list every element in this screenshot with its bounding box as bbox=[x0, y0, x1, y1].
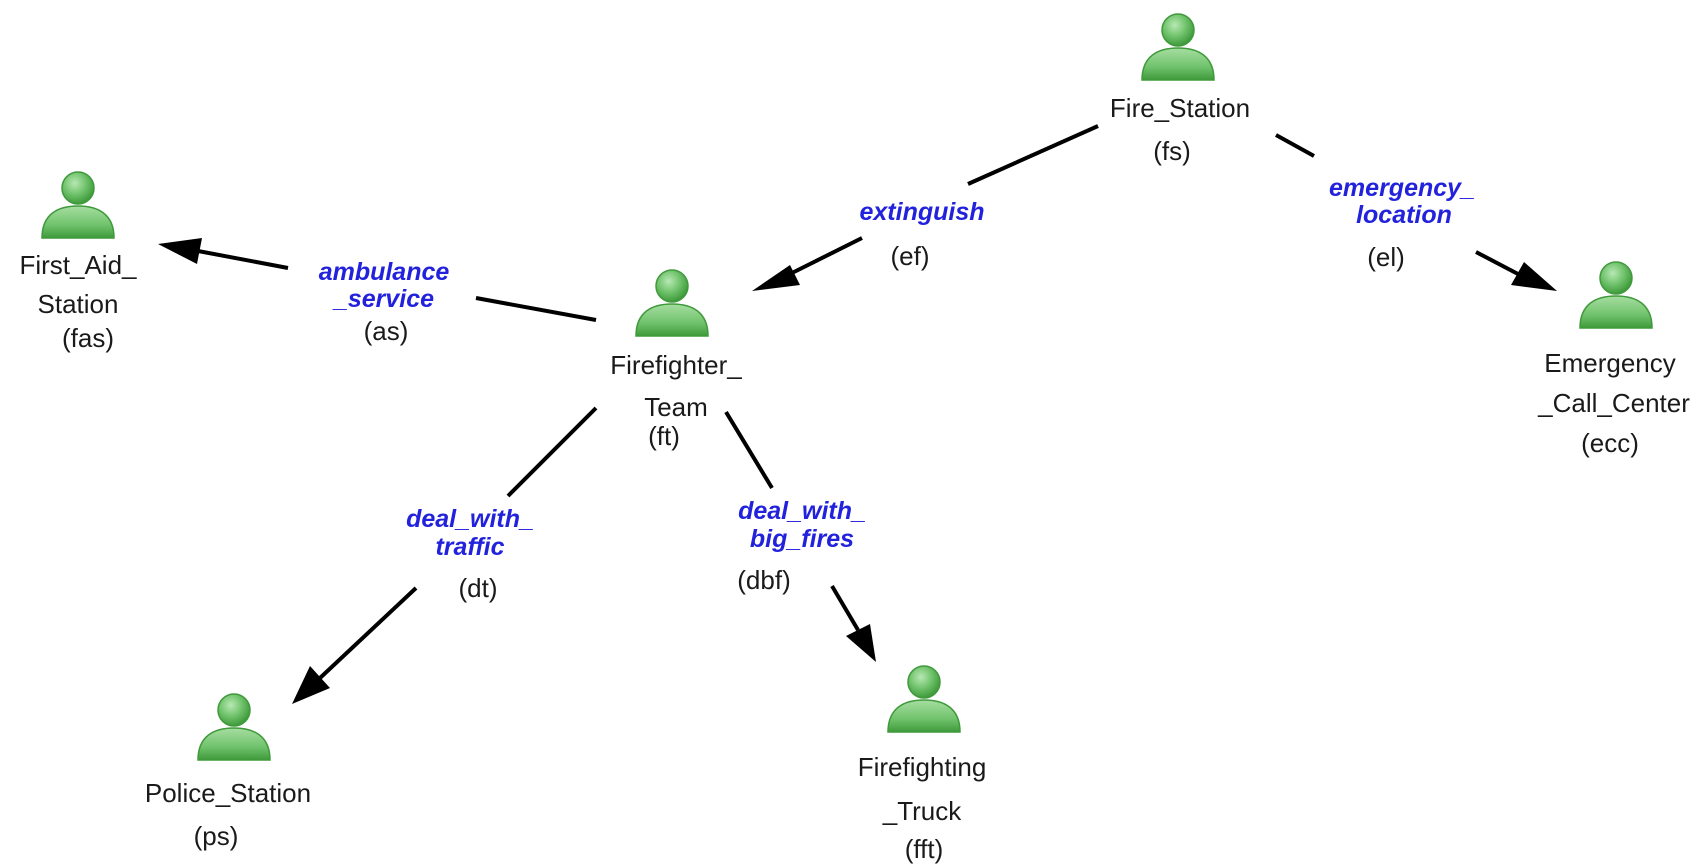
arrowhead bbox=[846, 624, 876, 662]
node-label: First_Aid_ bbox=[19, 250, 137, 280]
node-label: (fas) bbox=[62, 323, 114, 353]
arrowhead bbox=[292, 666, 330, 704]
edge-segment bbox=[1475, 250, 1519, 276]
node-label: (ps) bbox=[194, 821, 239, 851]
edge-label-text: extinguish bbox=[859, 198, 984, 226]
node-label: Firefighter_ bbox=[610, 350, 742, 380]
edge-abbr: (as) bbox=[364, 316, 409, 346]
node-label: (ecc) bbox=[1581, 428, 1639, 458]
node-label: (ft) bbox=[648, 421, 680, 451]
edge-extinguish bbox=[752, 124, 1099, 291]
edge-label-text: _service bbox=[332, 285, 434, 313]
edge-label-text: location bbox=[1356, 201, 1452, 229]
edge-segment bbox=[724, 410, 774, 490]
node-label: _Call_Center bbox=[1537, 388, 1690, 418]
person-icon bbox=[1579, 261, 1653, 329]
edge-label-text: traffic bbox=[435, 533, 504, 561]
node-emergency-call-center[interactable]: Emergency _Call_Center (ecc) bbox=[1537, 261, 1690, 458]
node-firefighting-truck[interactable]: Firefighting _Truck (fft) bbox=[858, 665, 987, 864]
arrowhead bbox=[158, 238, 202, 264]
node-label: Fire_Station bbox=[1110, 93, 1250, 123]
edge-label-emergency-location: emergency_ location (el) bbox=[1329, 174, 1475, 272]
edge-label-deal-with-big-fires: deal_with_ big_fires (dbf) bbox=[737, 497, 866, 595]
edge-label-text: emergency_ bbox=[1329, 174, 1475, 202]
person-icon bbox=[41, 171, 115, 239]
edge-segment bbox=[475, 296, 597, 322]
node-label: Firefighting bbox=[858, 752, 987, 782]
node-fire-station[interactable]: Fire_Station (fs) bbox=[1110, 13, 1250, 166]
node-label: Station bbox=[38, 289, 119, 319]
edge-label-extinguish: extinguish (ef) bbox=[859, 198, 984, 271]
edge-label-text: deal_with_ bbox=[738, 497, 866, 525]
edge-segment bbox=[1275, 133, 1315, 158]
edge-label-text: ambulance bbox=[319, 258, 450, 286]
node-label: Police_Station bbox=[145, 778, 311, 808]
edge-deal-with-traffic bbox=[292, 406, 598, 704]
edge-segment bbox=[967, 124, 1099, 186]
edge-label-text: big_fires bbox=[750, 525, 854, 553]
node-police-station[interactable]: Police_Station (ps) bbox=[145, 693, 311, 851]
edge-abbr: (dbf) bbox=[737, 565, 790, 595]
node-label: (fs) bbox=[1153, 136, 1191, 166]
edge-deal-with-big-fires bbox=[724, 410, 876, 662]
edge-label-ambulance-service: ambulance _service (as) bbox=[319, 258, 450, 346]
edge-emergency-location bbox=[1275, 133, 1557, 291]
node-firefighter-team[interactable]: Firefighter_ Team (ft) bbox=[610, 269, 742, 451]
edge-abbr: (el) bbox=[1367, 242, 1405, 272]
edge-label-deal-with-traffic: deal_with_ traffic (dt) bbox=[406, 505, 534, 603]
edge-segment bbox=[506, 406, 598, 498]
node-first-aid-station[interactable]: First_Aid_ Station (fas) bbox=[19, 171, 137, 353]
edge-segment bbox=[830, 584, 860, 632]
edge-abbr: (dt) bbox=[459, 573, 498, 603]
node-label: Emergency bbox=[1544, 348, 1676, 378]
person-icon bbox=[197, 693, 271, 761]
edge-ambulance-service bbox=[158, 238, 597, 322]
arrowhead bbox=[752, 265, 800, 291]
edge-segment bbox=[785, 236, 863, 278]
node-label: Team bbox=[644, 392, 708, 422]
arrowhead bbox=[1511, 262, 1557, 291]
person-icon bbox=[635, 269, 709, 337]
edge-segment bbox=[318, 586, 418, 680]
edge-abbr: (ef) bbox=[891, 241, 930, 271]
edge-segment bbox=[197, 249, 289, 270]
node-label: (fft) bbox=[905, 834, 944, 864]
edge-label-text: deal_with_ bbox=[406, 505, 534, 533]
person-icon bbox=[1141, 13, 1215, 81]
node-label: _Truck bbox=[882, 796, 962, 826]
person-icon bbox=[887, 665, 961, 733]
